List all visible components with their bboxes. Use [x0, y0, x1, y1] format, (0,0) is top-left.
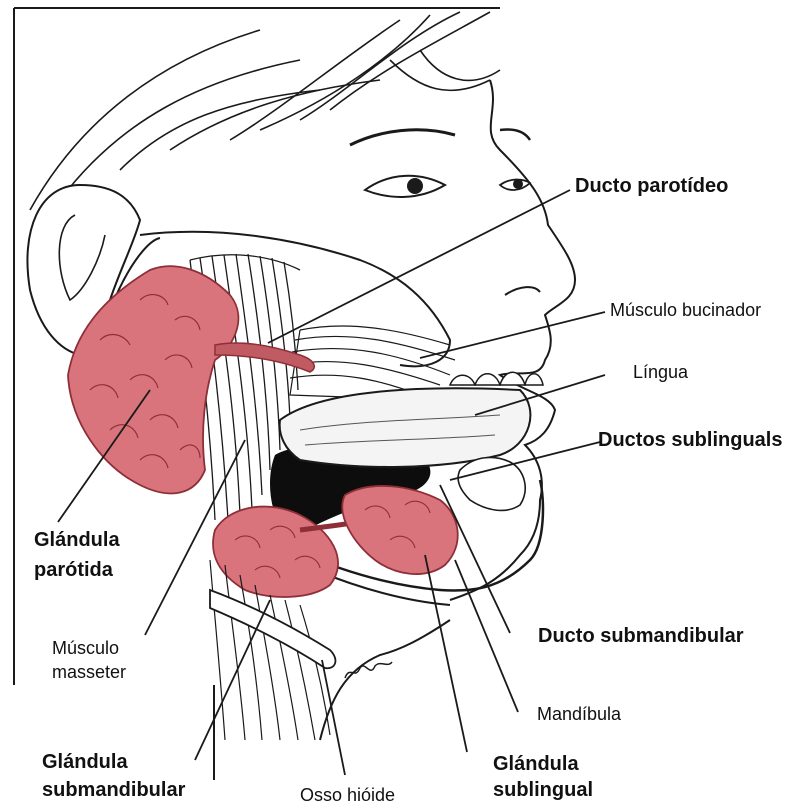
label-buccinator: Músculo bucinador — [610, 300, 761, 322]
lower-teeth — [458, 457, 525, 510]
label-sublingual-ducts: Ductos sublinguals — [598, 428, 782, 452]
label-hyoid: Osso hióide — [300, 785, 395, 807]
artist-signature — [345, 662, 392, 678]
label-parotid-gland-line1: Glándula — [34, 528, 120, 552]
label-tongue: Língua — [633, 362, 688, 384]
label-sublingual-gland-line1: Glándula — [493, 752, 579, 776]
leader-sublingual-gland — [425, 555, 467, 752]
parotid-duct — [215, 343, 314, 372]
label-mandible: Mandíbula — [537, 704, 621, 726]
teeth — [450, 372, 543, 385]
label-masseter-line2: masseter — [52, 662, 126, 684]
label-parotid-duct: Ducto parotídeo — [575, 174, 728, 198]
leader-hyoid — [322, 660, 345, 775]
label-submandibular-gland-line2: submandibular — [42, 778, 185, 802]
nostril — [505, 287, 540, 295]
eyebrow — [350, 130, 455, 145]
eye — [365, 176, 530, 197]
label-masseter-line1: Músculo — [52, 638, 119, 660]
label-submandibular-duct: Ducto submandibular — [538, 624, 744, 648]
face-profile — [450, 80, 575, 600]
neck-outline — [320, 620, 450, 740]
label-sublingual-gland-line2: sublingual — [493, 778, 593, 802]
label-submandibular-gland-line1: Glándula — [42, 750, 128, 774]
hyoid-bone — [210, 590, 335, 668]
sublingual-gland — [342, 486, 457, 574]
leader-parotid-duct — [268, 190, 570, 343]
label-parotid-gland-line2: parótida — [34, 558, 113, 582]
